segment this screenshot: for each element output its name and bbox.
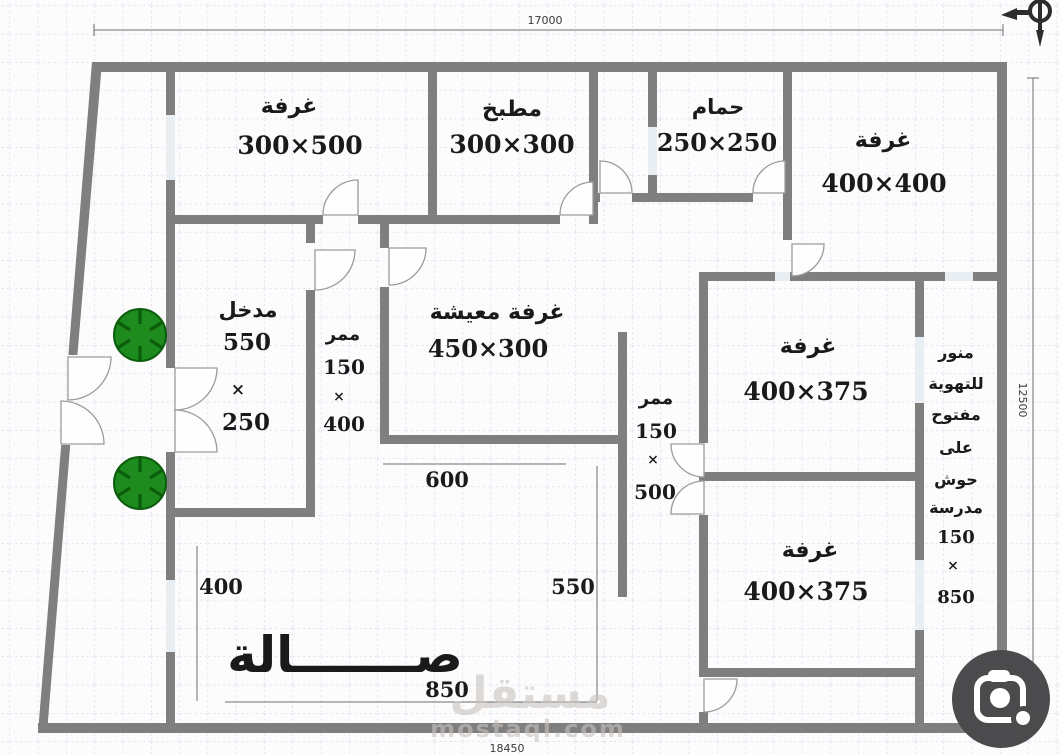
dim-living-width: 600 [425, 467, 469, 492]
bathroom-size: 250×250 [657, 128, 777, 157]
living-room-door [388, 247, 427, 286]
hallway-door [599, 160, 633, 194]
light-well-line1: منور [937, 343, 974, 362]
corridor-entry-multiply: × [333, 389, 345, 405]
tree-icon [113, 456, 167, 510]
bedroom2-door [791, 243, 825, 277]
dim-right-height: 12500 [1016, 383, 1029, 418]
bathroom-door [752, 160, 786, 194]
gate-door-lower [60, 400, 105, 445]
bedroom-top-right-label: غرفة [855, 128, 911, 153]
walls [38, 62, 1007, 733]
entrance-depth: 250 [222, 409, 270, 436]
bedroom-right1-label: غرفة [780, 334, 836, 359]
corridor-inner-width: 150 [635, 419, 677, 443]
kitchen-size: 300×300 [449, 130, 574, 159]
light-well-line5: حوش [934, 470, 978, 489]
bedroom-right1-size: 400×375 [743, 377, 868, 406]
bedroom-top-right-size: 400×400 [821, 169, 946, 198]
bedroom-right2-door [670, 480, 705, 515]
room-labels: غرفة 300×500 مطبخ 300×300 حمام 250×250 غ… [218, 94, 983, 684]
dim-bottom-width: 18450 [490, 742, 525, 755]
dim-hall-left: 400 [199, 574, 243, 599]
entrance-width: 550 [223, 329, 271, 356]
watermark-name: مستقل [450, 668, 611, 719]
rear-passage-door [703, 678, 738, 713]
kitchen-label: مطبخ [482, 97, 542, 122]
bedroom1-door [322, 179, 359, 216]
light-well-line6: مدرسة [929, 498, 983, 517]
dimension-lines [93, 24, 1039, 703]
bedroom-right2-size: 400×375 [743, 577, 868, 606]
compass-icon [1001, 0, 1052, 47]
bathroom-label: حمام [692, 95, 745, 119]
light-well-line4: على [939, 438, 973, 457]
living-room-size: 450×300 [428, 334, 548, 363]
dim-hall-right: 550 [551, 574, 595, 599]
dim-hall-bottom: 850 [425, 677, 469, 702]
corridor-inner-multiply: × [647, 452, 659, 468]
watermark: مستقل mostaql.com [430, 668, 626, 743]
light-well-line2: للتهوية [928, 374, 983, 393]
bedroom-right1-door [670, 443, 705, 478]
gate-door-upper [67, 356, 112, 401]
bedroom-right2-label: غرفة [782, 538, 838, 563]
corridor-inner-label: ممر [638, 388, 673, 409]
light-well-depth: 850 [937, 587, 975, 608]
watermark-domain: mostaql.com [430, 715, 626, 743]
tree-icon [113, 308, 167, 362]
corridor-entry-label: ممر [325, 324, 360, 345]
dim-top-width: 17000 [528, 14, 563, 27]
corridor-inner-depth: 500 [634, 480, 676, 504]
camera-lens-button[interactable] [952, 650, 1050, 748]
bedroom-top-left-label: غرفة [261, 94, 317, 119]
bedroom-top-left-size: 300×500 [237, 131, 362, 160]
entrance-multiply: × [231, 380, 245, 400]
light-well-line3: مفتوح [931, 405, 981, 424]
entrance-label: مدخل [218, 298, 277, 322]
hall-label: صـــــــالة [227, 626, 463, 684]
light-well-width: 150 [937, 527, 975, 548]
entrance-door-lower [174, 409, 218, 453]
corridor-entry-width: 150 [323, 355, 365, 379]
kitchen-door [559, 181, 594, 216]
doors [60, 160, 825, 713]
light-well-multiply: × [947, 558, 959, 574]
corridor-entry-door [314, 249, 356, 291]
camera-icon [974, 670, 1037, 732]
windows [166, 115, 973, 652]
living-room-label: غرفة معيشة [430, 300, 565, 325]
corridor-entry-depth: 400 [323, 412, 365, 436]
